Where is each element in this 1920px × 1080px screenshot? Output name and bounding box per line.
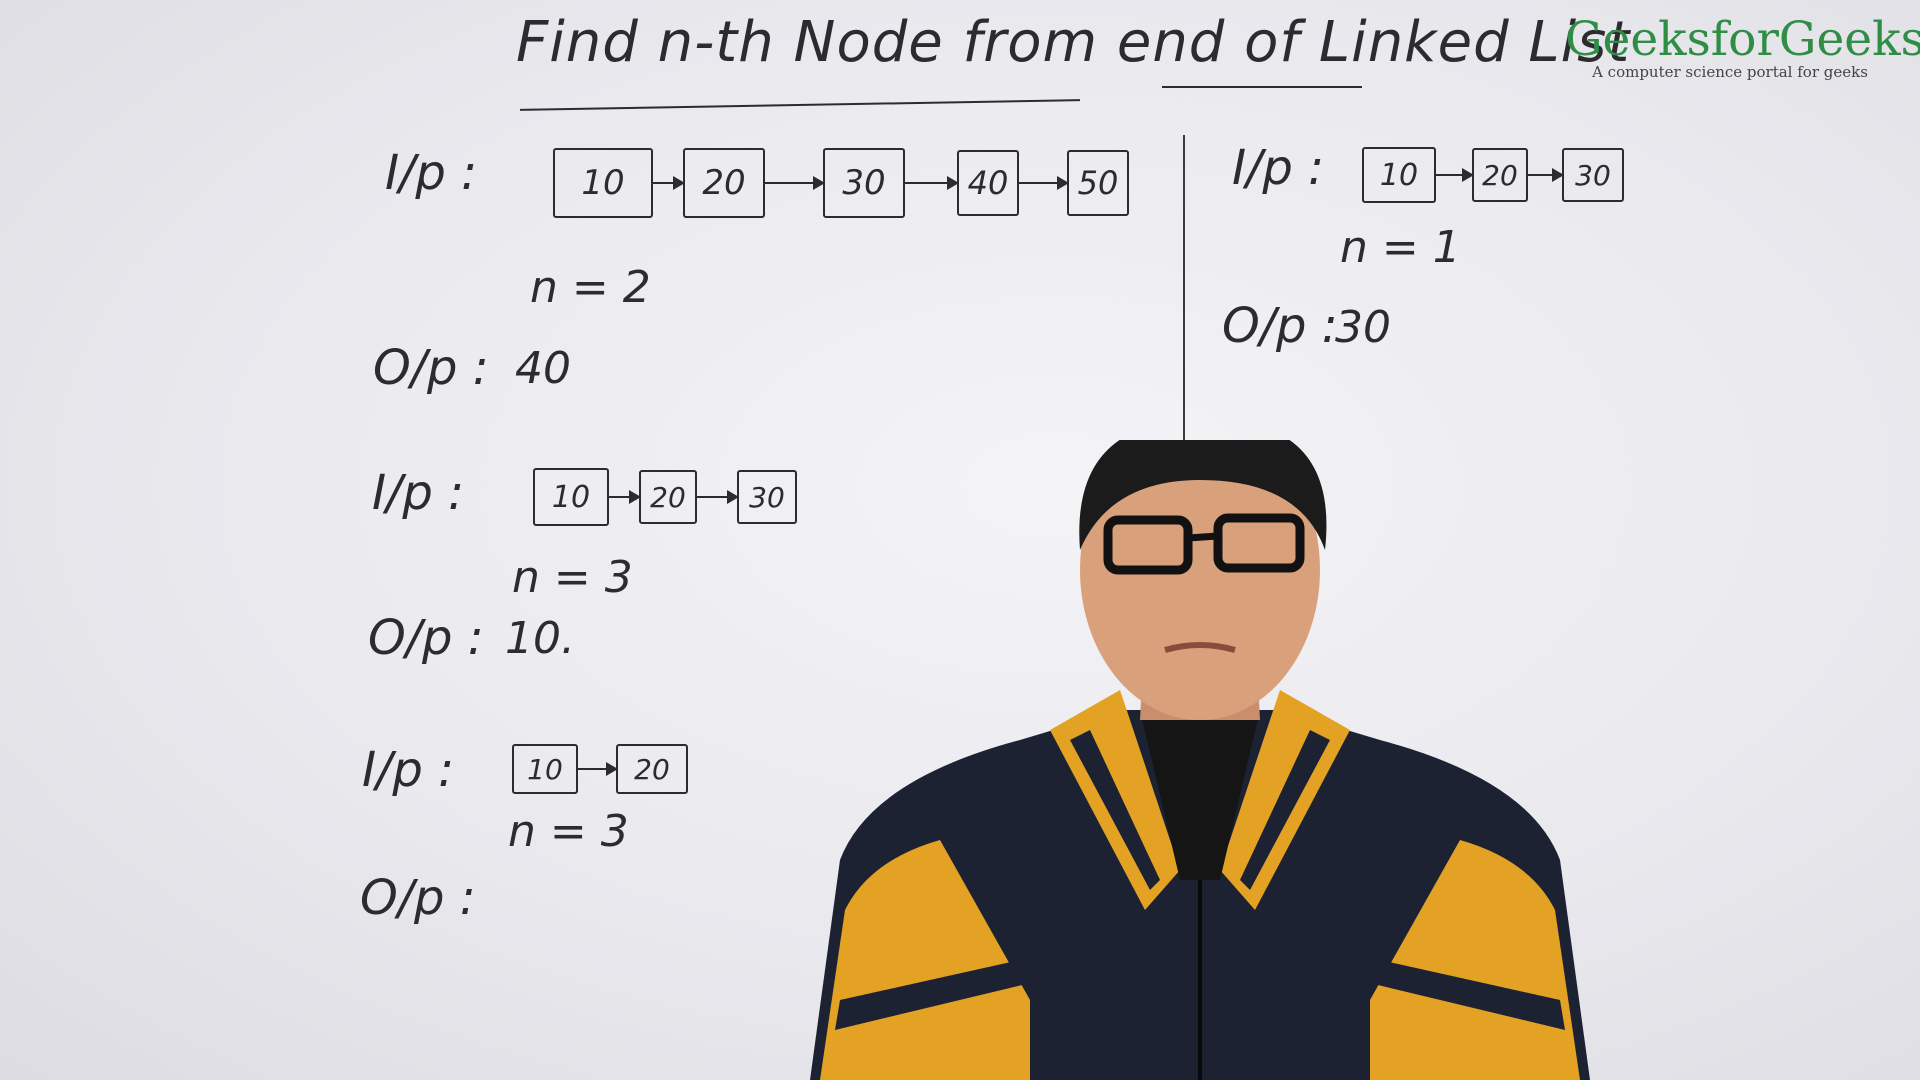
logo-name: GeeksforGeeks bbox=[1565, 12, 1920, 67]
arrow-icon bbox=[765, 176, 825, 189]
example-1-output-label: O/p : bbox=[373, 340, 489, 396]
list-node: 40 bbox=[957, 150, 1019, 216]
example-3-n-value: n = 3 bbox=[508, 806, 629, 857]
example-4-n-value: n = 1 bbox=[1340, 222, 1461, 273]
example-4-linked-list: 10 20 30 bbox=[1362, 147, 1624, 203]
list-node: 20 bbox=[1472, 148, 1528, 202]
example-2-linked-list: 10 20 30 bbox=[533, 468, 797, 526]
title-underline bbox=[520, 99, 1080, 111]
list-node: 30 bbox=[737, 470, 797, 524]
arrow-icon bbox=[1436, 168, 1474, 181]
presenter-person-icon bbox=[810, 440, 1590, 1080]
example-2-n-value: n = 3 bbox=[512, 552, 633, 603]
list-node: 20 bbox=[616, 744, 688, 794]
arrow-icon bbox=[697, 490, 739, 503]
list-node: 10 bbox=[553, 148, 653, 218]
example-1-output-value: 40 bbox=[515, 343, 571, 394]
example-1-input-label: I/p : bbox=[385, 145, 478, 201]
example-1-linked-list: 10 20 30 40 50 bbox=[553, 148, 1129, 218]
example-1-n-value: n = 2 bbox=[530, 262, 651, 313]
arrow-icon bbox=[1528, 168, 1564, 181]
example-2-output-label: O/p : bbox=[368, 610, 484, 666]
list-node: 50 bbox=[1067, 150, 1129, 216]
page-title: Find n-th Node from end of Linked List bbox=[516, 10, 1631, 75]
logo-tagline: A computer science portal for geeks bbox=[1592, 63, 1868, 81]
brand-logo: GeeksforGeeks A computer science portal … bbox=[1565, 12, 1920, 81]
list-node: 10 bbox=[533, 468, 609, 526]
example-3-linked-list: 10 20 bbox=[512, 744, 688, 794]
board-divider bbox=[1183, 135, 1185, 475]
arrow-icon bbox=[905, 176, 959, 189]
list-node: 10 bbox=[1362, 147, 1436, 203]
example-3-output-label: O/p : bbox=[360, 870, 476, 926]
example-4-input-label: I/p : bbox=[1232, 140, 1325, 196]
arrow-icon bbox=[578, 762, 618, 775]
example-3-input-label: I/p : bbox=[362, 742, 455, 798]
list-node: 20 bbox=[639, 470, 697, 524]
example-2-output-value: 10. bbox=[505, 613, 575, 664]
title-underline-2 bbox=[1162, 86, 1362, 88]
example-2-input-label: I/p : bbox=[372, 465, 465, 521]
arrow-icon bbox=[653, 176, 685, 189]
arrow-icon bbox=[1019, 176, 1069, 189]
list-node: 10 bbox=[512, 744, 578, 794]
list-node: 30 bbox=[823, 148, 905, 218]
list-node: 20 bbox=[683, 148, 765, 218]
list-node: 30 bbox=[1562, 148, 1624, 202]
example-4-output-value: 30 bbox=[1335, 302, 1391, 353]
example-4-output-label: O/p : bbox=[1222, 298, 1338, 354]
arrow-icon bbox=[609, 490, 641, 503]
